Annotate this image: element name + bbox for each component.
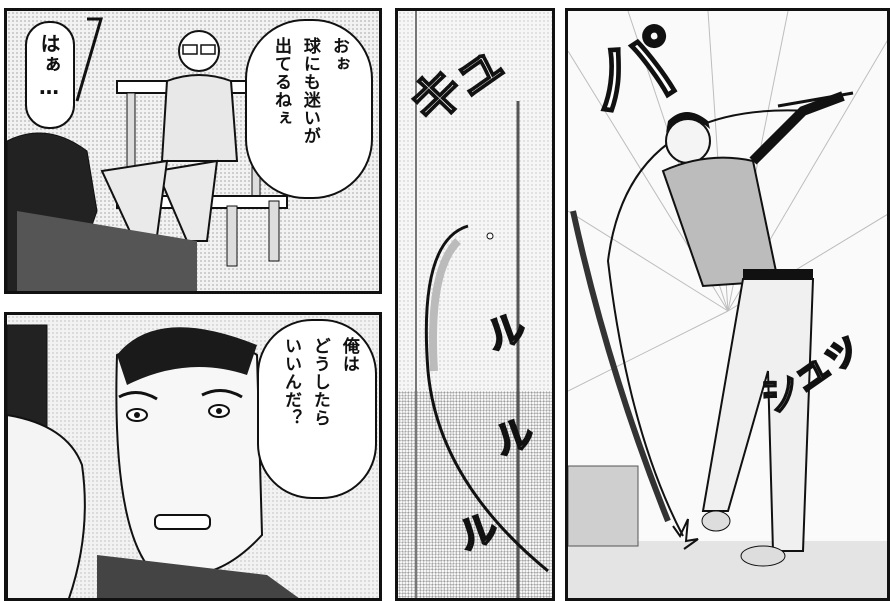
speech-bubble-golfer xyxy=(257,319,377,499)
speech-golfer: 俺は どうしたら いいんだ？ xyxy=(279,337,360,427)
speech-golfer-line-2: どうしたら xyxy=(309,337,330,427)
speech-old-man-line-3: 出てるねぇ xyxy=(270,37,291,127)
speech-sigh: はぁ… xyxy=(37,33,61,100)
speech-golfer-line-1: 俺は xyxy=(338,337,359,373)
panel-top-left: はぁ… おぉ 球にも迷いが 出てるねぇ xyxy=(4,8,382,294)
speech-old-man: おぉ 球にも迷いが 出てるねぇ xyxy=(269,37,350,145)
speech-old-man-line-2: 球にも迷いが xyxy=(299,37,320,145)
speech-golfer-line-3: いいんだ？ xyxy=(280,337,301,427)
scene-worried-golfer xyxy=(7,324,299,598)
ball-trajectory xyxy=(415,11,549,598)
scene-golf-swing xyxy=(568,11,887,598)
speech-bubble-sigh xyxy=(25,21,75,129)
speech-bubble-old-man xyxy=(245,19,373,199)
panel-bottom-left: 俺は どうしたら いいんだ？ xyxy=(4,312,382,601)
scene-bench-man xyxy=(7,17,288,291)
speech-old-man-line-1: おぉ xyxy=(328,37,349,73)
panel-right-swing: パ シュッ xyxy=(565,8,890,601)
panel-middle-ball: キュ ル ル ル xyxy=(395,8,555,601)
